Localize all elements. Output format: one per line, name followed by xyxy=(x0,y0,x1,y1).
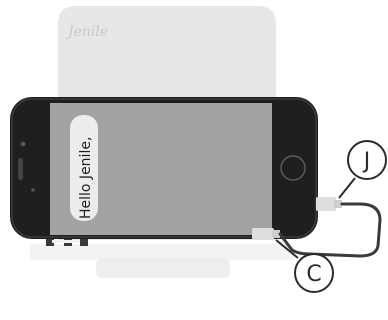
stand-base xyxy=(30,244,294,260)
phone-edge-highlight xyxy=(11,98,317,238)
message-bubble xyxy=(70,115,98,221)
charging-cable xyxy=(278,202,382,258)
stand-foot xyxy=(96,258,230,278)
callout-j-label: J xyxy=(362,149,371,174)
phone-home-button xyxy=(280,155,306,181)
message-text: Hello Jenile, xyxy=(78,137,94,219)
plug-c-head xyxy=(252,228,274,240)
dock-light-strip xyxy=(52,240,80,243)
plug-c-collar xyxy=(272,230,280,238)
phone-camera xyxy=(20,141,26,147)
callout-c-leader xyxy=(275,239,299,259)
callout-j-leader xyxy=(338,177,356,199)
callout-j-circle xyxy=(347,140,387,180)
dock-connector xyxy=(46,238,54,246)
phone-sensor xyxy=(31,188,35,192)
stand-logo: Jenile xyxy=(65,24,108,40)
plug-j-head xyxy=(316,197,336,211)
plug-j-collar xyxy=(334,200,342,208)
callout-c-label: C xyxy=(306,262,321,287)
callout-c-circle xyxy=(294,253,334,293)
dock-connector xyxy=(80,238,88,246)
phone-speaker xyxy=(18,158,23,180)
